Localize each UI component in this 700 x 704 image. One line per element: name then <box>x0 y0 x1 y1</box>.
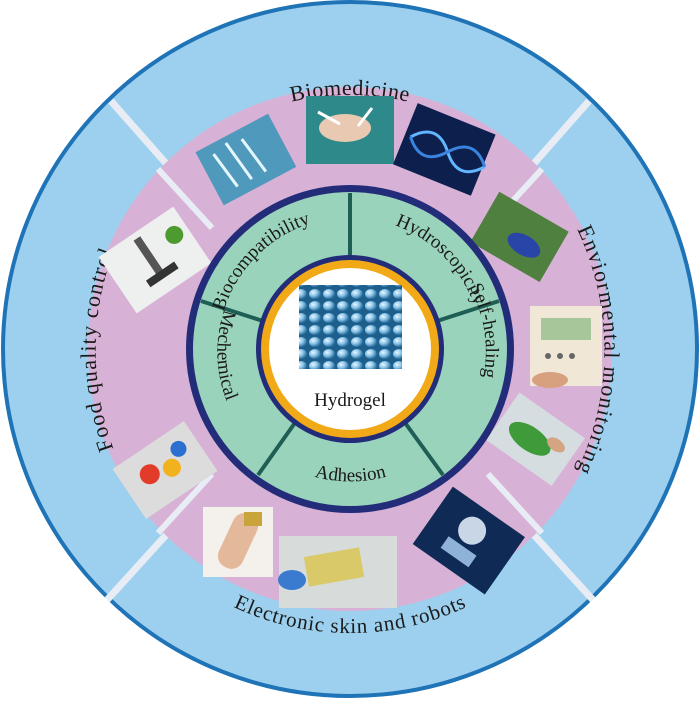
photo-flexible-circuit <box>278 536 397 608</box>
property-dividers <box>200 193 500 477</box>
photo-microscope <box>98 206 212 314</box>
photo-ring-dividers <box>155 166 545 536</box>
photo-finger-sensor <box>203 507 273 577</box>
photo-robot <box>412 486 525 595</box>
photo-plant-sampling <box>486 392 585 486</box>
photo-dna <box>392 103 496 196</box>
photo-surgery <box>306 96 394 164</box>
photo-field-sample <box>470 191 569 282</box>
photo-food-testing <box>112 421 218 519</box>
photo-sensor-device <box>530 306 602 388</box>
hydrogel-image <box>299 285 402 369</box>
photo-lab-test-tubes <box>195 113 297 206</box>
center-label: Hydrogel <box>314 390 386 411</box>
